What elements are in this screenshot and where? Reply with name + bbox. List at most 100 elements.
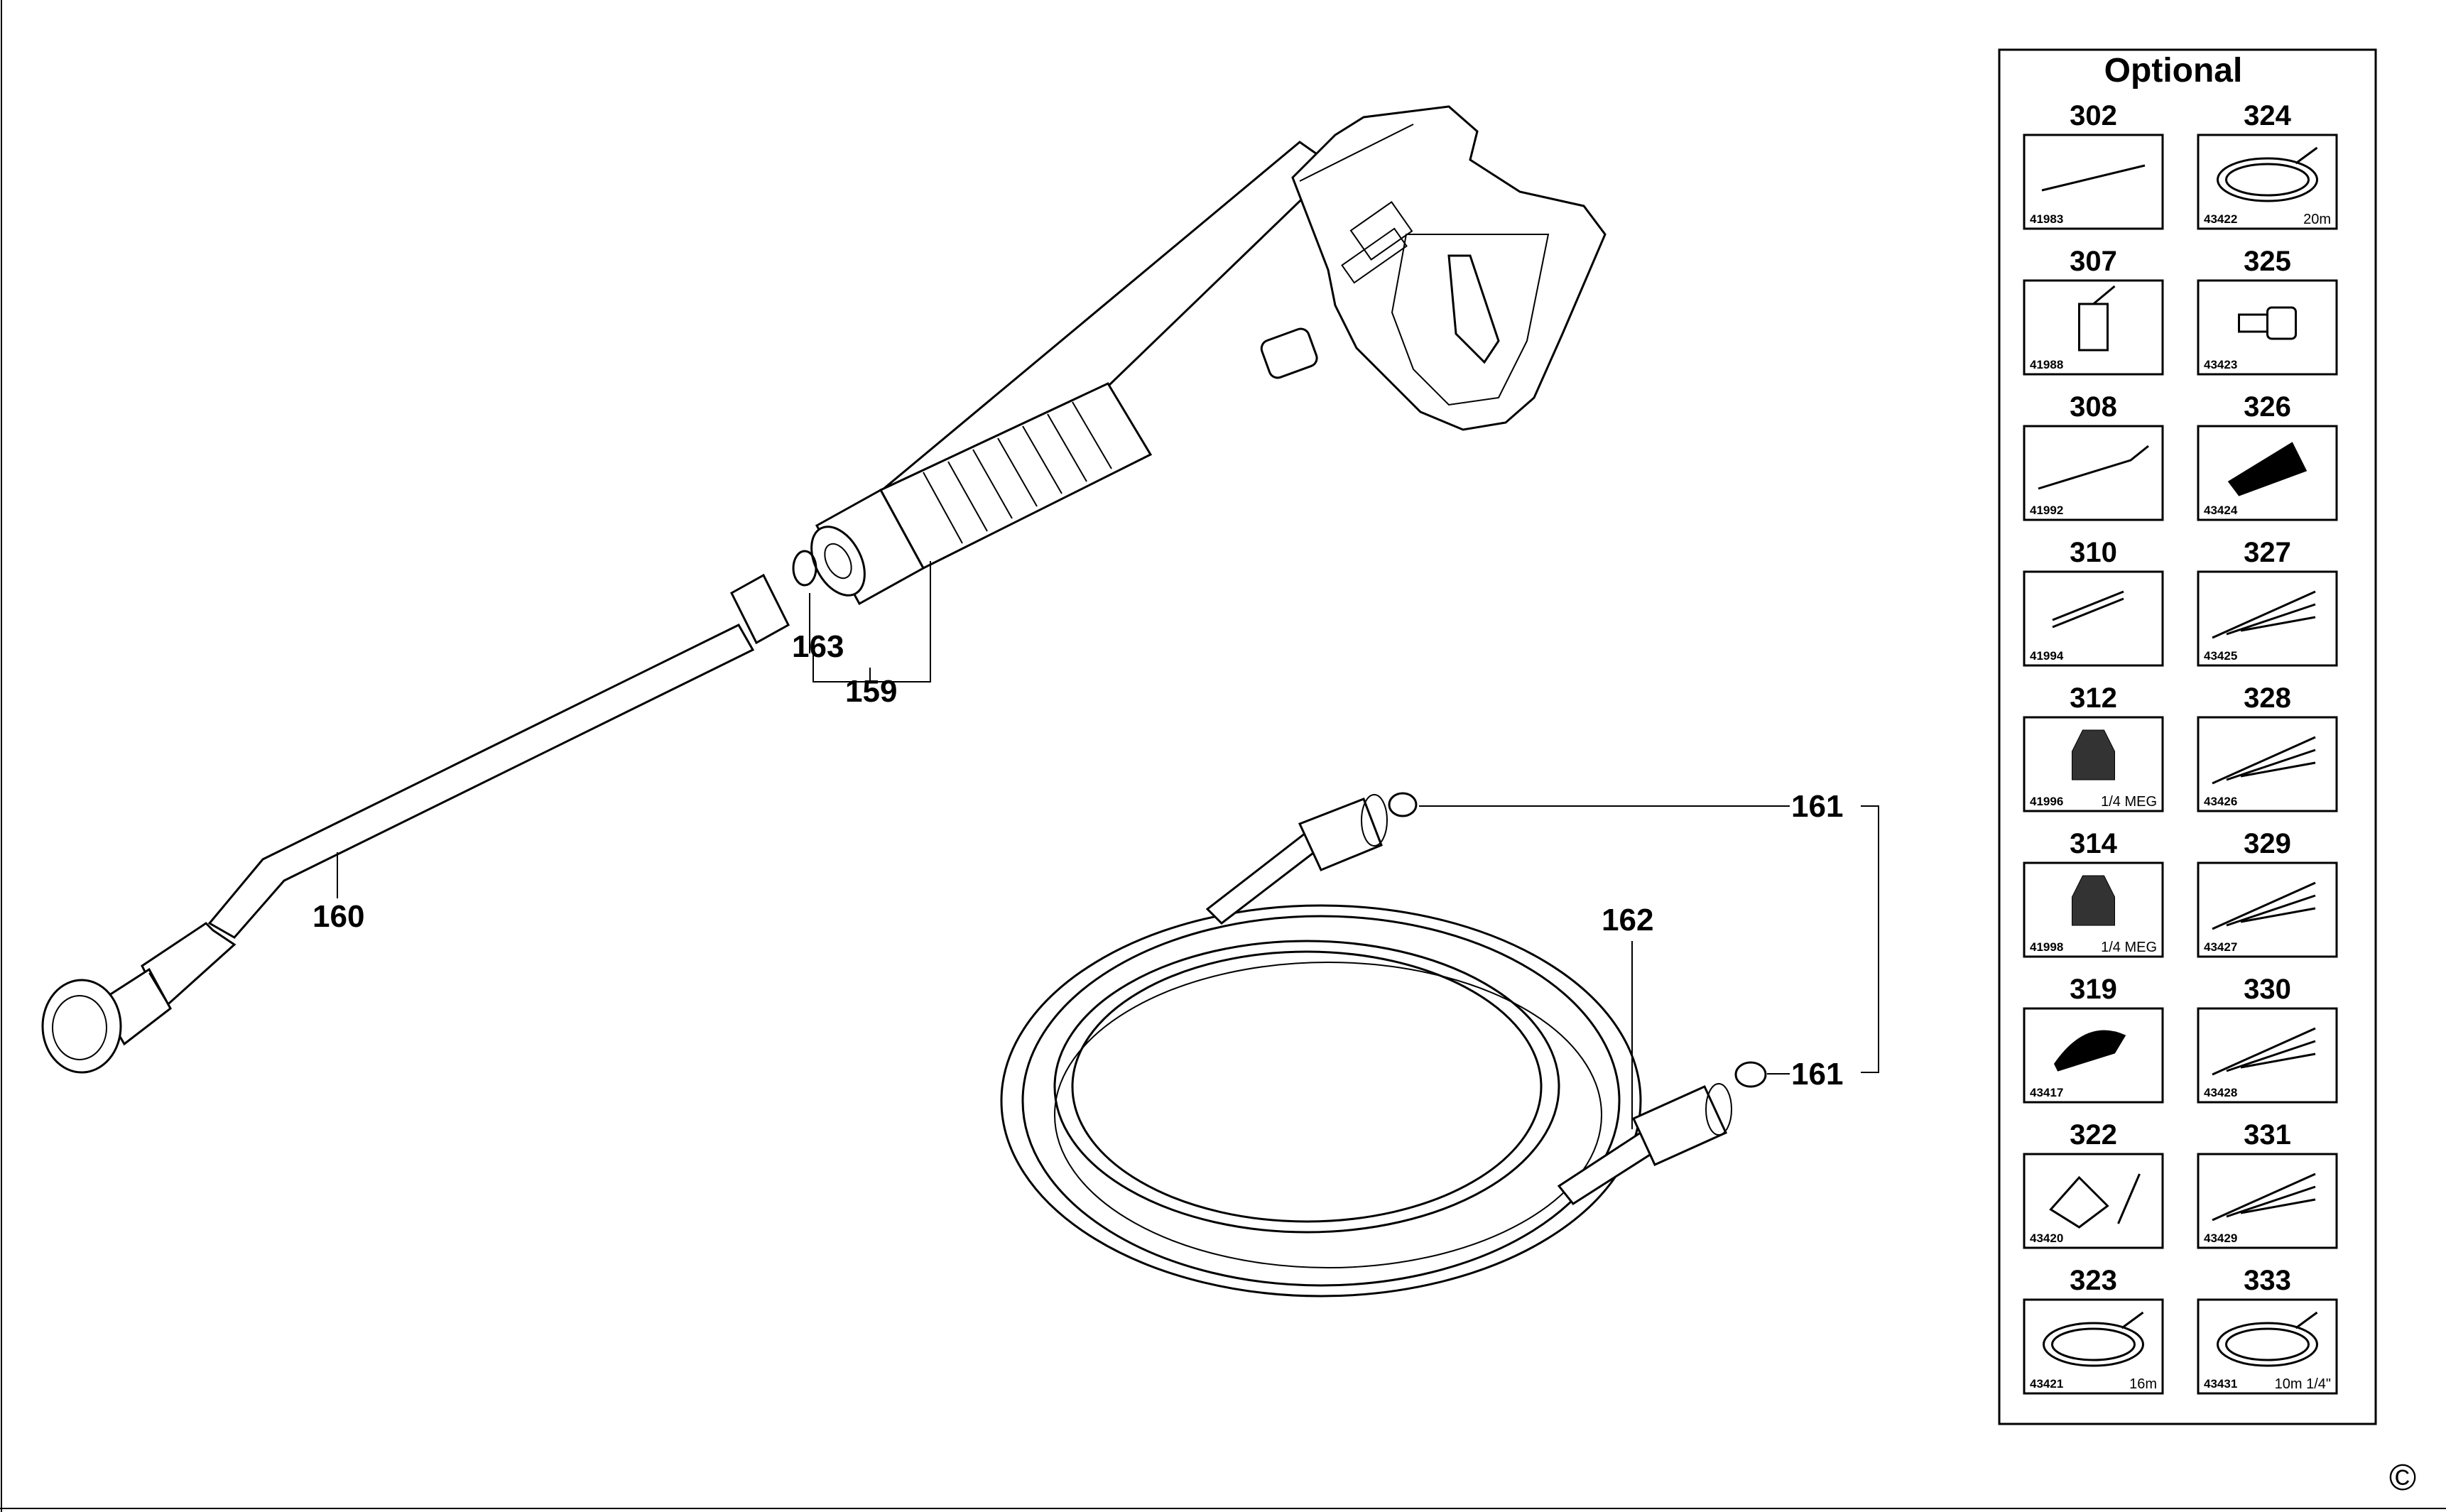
optional-item-box — [2197, 425, 2338, 521]
optional-item-307: 307 41988 — [2023, 246, 2164, 376]
lance-set-icon — [2212, 881, 2316, 930]
optional-item-number: 324 — [2244, 100, 2291, 131]
optional-item-box — [2023, 134, 2164, 230]
optional-item-box — [2197, 716, 2338, 812]
optional-item-code: 41994 — [2030, 649, 2064, 663]
optional-item-number: 323 — [2070, 1265, 2117, 1296]
optional-item-code: 43417 — [2030, 1086, 2063, 1099]
optional-item-number: 330 — [2244, 974, 2291, 1005]
optional-item-code: 43420 — [2030, 1231, 2063, 1245]
optional-item-302: 302 41983 — [2023, 100, 2164, 230]
optional-item-number: 307 — [2070, 246, 2117, 277]
spray-gun-illustration — [810, 105, 1607, 606]
angled-lance-icon — [2038, 445, 2149, 490]
lance-set-icon — [2212, 736, 2316, 785]
optional-item-box — [2023, 861, 2164, 958]
optional-item-number: 314 — [2070, 828, 2117, 859]
grip-ribs — [879, 382, 1153, 570]
optional-item-308: 308 41992 — [2023, 391, 2164, 521]
leader-lines — [337, 561, 1879, 1129]
optional-item-note: 16m — [2129, 1376, 2157, 1392]
optional-item-box — [2197, 861, 2338, 958]
optional-item-box — [2197, 134, 2338, 230]
callout-159: 159 — [845, 674, 897, 709]
optional-item-number: 308 — [2070, 391, 2117, 423]
cleaning-needle-icon — [2052, 590, 2124, 629]
optional-item-number: 322 — [2070, 1119, 2117, 1151]
nozzle-icon — [2072, 875, 2115, 926]
optional-item-number: 327 — [2244, 537, 2291, 568]
o-ring-161-lower — [1734, 1061, 1767, 1088]
optional-item-330: 330 43428 — [2197, 974, 2338, 1104]
lance-set-icon — [2212, 590, 2316, 639]
optional-item-code: 43426 — [2204, 795, 2237, 808]
brush-icon — [2053, 1030, 2126, 1072]
optional-item-code: 43427 — [2204, 940, 2237, 954]
optional-item-number: 319 — [2070, 974, 2117, 1005]
optional-title: Optional — [2104, 52, 2243, 89]
optional-item-box — [2023, 716, 2164, 812]
hose-coil-icon — [2217, 146, 2318, 202]
optional-item-box — [2197, 1007, 2338, 1104]
optional-item-box — [2197, 1153, 2338, 1249]
lance-set-icon — [2212, 1027, 2316, 1076]
optional-item-322: 322 43420 — [2023, 1119, 2164, 1249]
optional-item-314: 314 41998 1/4 MEG — [2023, 828, 2164, 958]
optional-item-code: 41992 — [2030, 504, 2063, 517]
sandblast-kit-icon — [2049, 1173, 2141, 1229]
optional-item-box — [2023, 1007, 2164, 1104]
hose-coil-icon — [2043, 1311, 2144, 1367]
optional-item-box — [2023, 1153, 2164, 1249]
optional-item-code: 43425 — [2204, 649, 2237, 663]
callout-162: 162 — [1602, 903, 1653, 937]
optional-item-code: 43431 — [2204, 1377, 2237, 1391]
optional-item-code: 41988 — [2030, 358, 2063, 371]
nozzle-icon — [2072, 729, 2115, 781]
callout-161-upper: 161 — [1791, 789, 1843, 824]
optional-item-code: 41983 — [2030, 212, 2063, 226]
optional-item-312: 312 41996 1/4 MEG — [2023, 682, 2164, 812]
o-ring-161-upper — [1388, 792, 1418, 817]
optional-item-note: 1/4 MEG — [2101, 940, 2157, 955]
optional-item-box — [2197, 570, 2338, 667]
optional-item-number: 325 — [2244, 246, 2291, 277]
optional-item-note: 1/4 MEG — [2101, 794, 2157, 810]
optional-item-319: 319 43417 — [2023, 974, 2164, 1104]
optional-item-number: 312 — [2070, 682, 2117, 714]
optional-item-code: 43421 — [2030, 1377, 2063, 1391]
optional-item-code: 43424 — [2204, 504, 2238, 517]
optional-item-code: 43428 — [2204, 1086, 2237, 1099]
optional-item-number: 329 — [2244, 828, 2291, 859]
optional-item-box — [2197, 1298, 2338, 1395]
optional-item-number: 331 — [2244, 1119, 2291, 1151]
optional-item-number: 302 — [2070, 100, 2117, 131]
optional-item-code: 41998 — [2030, 940, 2063, 954]
optional-item-327: 327 43425 — [2197, 537, 2338, 667]
optional-item-box — [2197, 279, 2338, 376]
hose-coil-icon — [2217, 1311, 2318, 1367]
hose-illustration — [1000, 794, 1732, 1298]
optional-item-code: 41996 — [2030, 795, 2063, 808]
o-ring-163 — [792, 550, 817, 587]
callout-161-lower: 161 — [1791, 1057, 1843, 1092]
optional-item-code: 43429 — [2204, 1231, 2237, 1245]
optional-item-329: 329 43427 — [2197, 828, 2338, 958]
optional-item-box — [2023, 1298, 2164, 1395]
lance-illustration — [41, 573, 790, 1074]
lance-icon — [2041, 164, 2146, 192]
optional-item-box — [2023, 570, 2164, 667]
optional-item-code: 43422 — [2204, 212, 2237, 226]
copyright-symbol: © — [2389, 1457, 2416, 1499]
callout-163: 163 — [792, 629, 844, 664]
optional-item-note: 10m 1/4" — [2275, 1376, 2331, 1392]
lance-set-icon — [2212, 1173, 2316, 1222]
detergent-bottle-icon — [2078, 285, 2116, 352]
callout-160: 160 — [312, 899, 364, 934]
